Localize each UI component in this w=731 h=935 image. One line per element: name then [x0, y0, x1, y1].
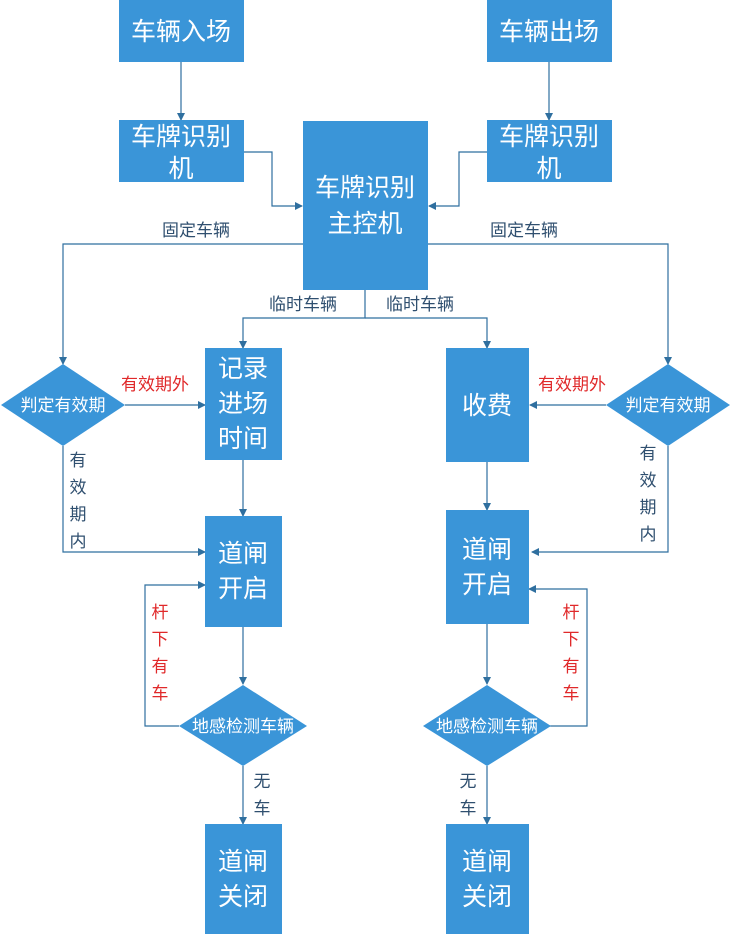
- node-gate-open-left-label-1: 道闸: [218, 539, 268, 568]
- label-valid-left-char: 效: [70, 478, 87, 498]
- edge-lpr-right-to-main: [428, 151, 487, 210]
- node-gate-open-left: 道闸 开启: [205, 516, 282, 627]
- node-sensor-right-label: 地感检测车辆: [436, 717, 538, 737]
- label-valid-left: 有 效 期 内: [70, 451, 87, 552]
- edge-sensor-left-loop: [144, 581, 206, 727]
- label-no-car-left-char: 无: [254, 772, 271, 792]
- label-fixed-left: 固定车辆: [162, 221, 230, 241]
- label-valid-right-char: 内: [640, 525, 657, 545]
- node-judge-right-label: 判定有效期: [626, 396, 711, 416]
- node-record-time-label-2: 进场: [218, 389, 268, 418]
- node-judge-right: 判定有效期: [606, 364, 730, 446]
- node-judge-left-label: 判定有效期: [21, 396, 106, 416]
- edge-main-to-fee: [365, 317, 491, 349]
- edge-sensor-right-loop: [528, 585, 588, 727]
- label-no-car-left: 无 车: [254, 772, 271, 819]
- node-lpr-right: 车牌识别 机: [487, 120, 612, 183]
- node-sensor-left-label: 地感检测车辆: [192, 717, 294, 737]
- label-car-under-left-char: 有: [152, 657, 169, 677]
- label-valid-right-char: 效: [640, 471, 657, 491]
- node-gate-open-right-label-1: 道闸: [462, 535, 512, 564]
- node-record-time-label-1: 记录: [218, 354, 268, 383]
- node-gate-close-left-label-2: 关闭: [218, 882, 268, 911]
- label-valid-right: 有 效 期 内: [640, 444, 657, 545]
- label-valid-left-char: 内: [70, 532, 87, 552]
- node-fee: 收费: [446, 348, 529, 462]
- node-fee-label: 收费: [462, 391, 512, 420]
- edge-main-to-judge-right: [428, 243, 672, 365]
- node-judge-left: 判定有效期: [1, 364, 125, 446]
- label-car-under-right: 杆 下 有 车: [563, 603, 580, 704]
- label-valid-right-char: 期: [640, 498, 657, 518]
- node-gate-close-right-label-2: 关闭: [462, 882, 512, 911]
- node-gate-close-left: 道闸 关闭: [205, 824, 282, 934]
- label-car-under-right-char: 杆: [563, 603, 580, 623]
- node-gate-close-right-label-1: 道闸: [462, 847, 512, 876]
- node-gate-close-left-label-1: 道闸: [218, 847, 268, 876]
- node-main-controller-label-1: 车牌识别: [315, 173, 415, 202]
- node-gate-open-right-label-2: 开启: [462, 570, 512, 599]
- node-main-controller-label-2: 主控机: [327, 209, 402, 238]
- label-temp-left: 临时车辆: [269, 295, 337, 315]
- label-valid-left-char: 有: [70, 451, 87, 471]
- node-gate-open-left-label-2: 开启: [218, 574, 268, 603]
- edge-main-to-record: [239, 290, 366, 349]
- node-sensor-right: 地感检测车辆: [423, 685, 551, 766]
- label-car-under-right-char: 下: [563, 630, 580, 650]
- node-record-time-label-3: 时间: [218, 424, 268, 453]
- label-no-car-right-char: 车: [460, 799, 477, 819]
- node-entry: 车辆入场: [119, 0, 244, 62]
- node-lpr-right-label-1: 车牌识别: [499, 122, 599, 151]
- edge-lpr-left-to-main: [244, 151, 303, 210]
- label-expired-left: 有效期外: [121, 375, 189, 395]
- label-car-under-left-char: 下: [152, 630, 169, 650]
- label-car-under-right-char: 有: [563, 657, 580, 677]
- node-record-time: 记录 进场 时间: [205, 348, 282, 460]
- label-car-under-right-char: 车: [563, 684, 580, 704]
- node-entry-label: 车辆入场: [131, 17, 231, 46]
- label-car-under-left-char: 杆: [152, 603, 169, 623]
- node-exit: 车辆出场: [487, 0, 612, 62]
- label-expired-right: 有效期外: [538, 375, 606, 395]
- node-sensor-left: 地感检测车辆: [179, 685, 307, 766]
- edge-main-to-judge-left: [59, 243, 303, 365]
- label-valid-left-char: 期: [70, 505, 87, 525]
- edge-judge-left-valid: [62, 446, 206, 556]
- node-gate-close-right: 道闸 关闭: [446, 824, 529, 934]
- label-no-car-left-char: 车: [254, 799, 271, 819]
- label-car-under-left-char: 车: [152, 684, 169, 704]
- node-lpr-left-label-2: 机: [168, 154, 193, 183]
- node-exit-label: 车辆出场: [499, 17, 599, 46]
- node-lpr-right-label-2: 机: [536, 154, 561, 183]
- edges: [59, 62, 672, 825]
- label-temp-right: 临时车辆: [386, 295, 454, 315]
- node-lpr-left: 车牌识别 机: [119, 120, 244, 183]
- node-gate-open-right: 道闸 开启: [446, 510, 529, 624]
- label-no-car-right: 无 车: [460, 772, 477, 819]
- label-no-car-right-char: 无: [460, 772, 477, 792]
- node-lpr-left-label-1: 车牌识别: [131, 122, 231, 151]
- label-car-under-left: 杆 下 有 车: [152, 603, 169, 704]
- node-main-controller: 车牌识别 主控机: [303, 121, 428, 290]
- edge-judge-right-valid: [531, 446, 669, 556]
- label-fixed-right: 固定车辆: [490, 221, 558, 241]
- label-valid-right-char: 有: [640, 444, 657, 464]
